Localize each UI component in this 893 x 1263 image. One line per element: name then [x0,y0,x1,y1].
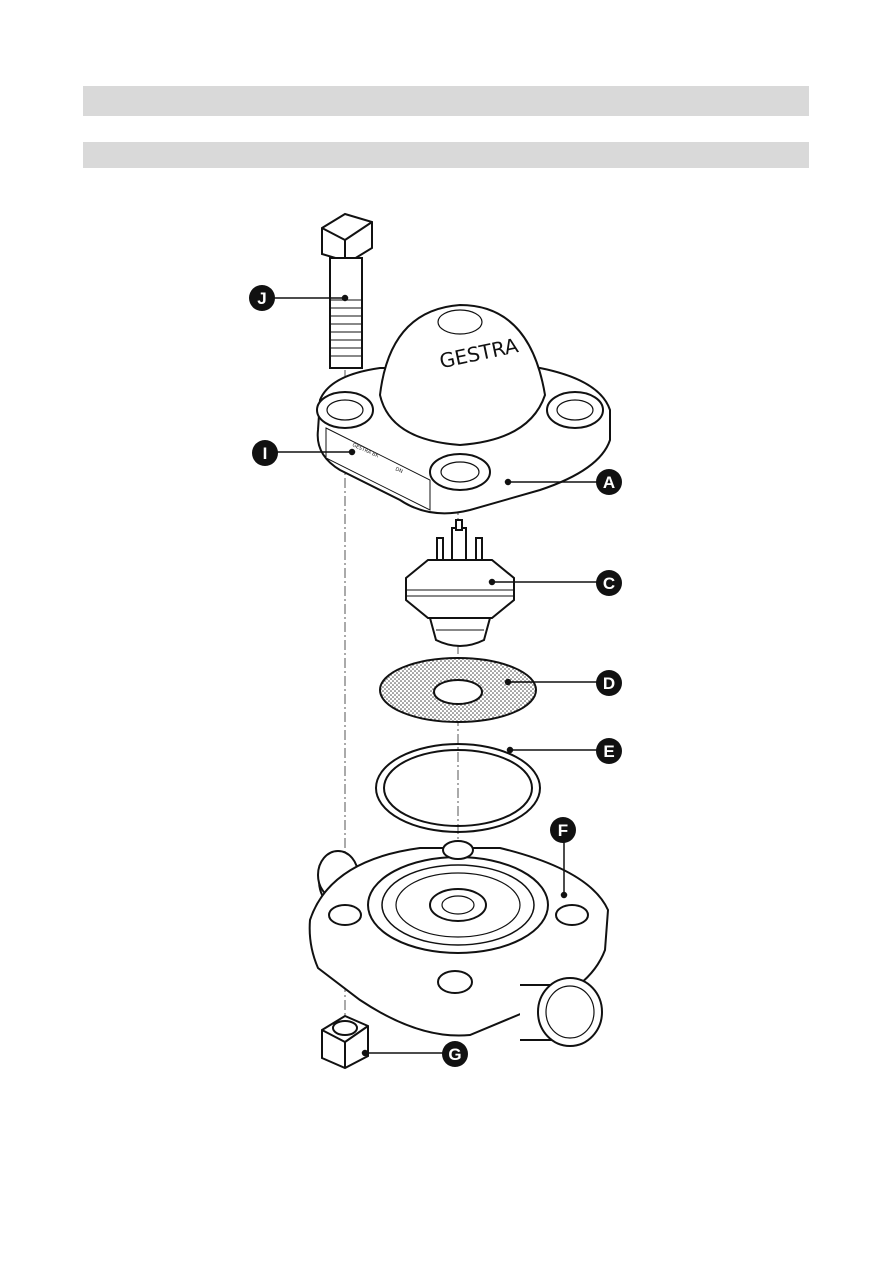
svg-text:A: A [603,473,615,492]
header-bar-2 [83,142,809,168]
svg-text:C: C [603,574,615,593]
svg-text:D: D [603,674,615,693]
o-ring-part [375,743,541,833]
svg-text:G: G [448,1045,461,1064]
callout-f: F [550,817,576,843]
header-bar-1 [83,86,809,116]
callout-j: J [249,285,275,311]
leader-lines [270,294,600,1057]
callout-g: G [442,1041,468,1067]
callout-i: I [252,440,278,466]
svg-text:E: E [603,742,614,761]
svg-text:J: J [257,289,266,308]
cover-part [316,303,611,515]
gasket-part [379,657,537,723]
callout-c: C [596,570,622,596]
svg-text:F: F [558,821,568,840]
insert-part [405,519,515,647]
bolt-part [321,212,373,369]
nameplate-text-2: DN [394,466,404,475]
callout-a: A [596,469,622,495]
body-part [308,840,610,1047]
nut-part [321,1014,369,1070]
callout-d: D [596,670,622,696]
callout-e: E [596,738,622,764]
svg-text:I: I [263,444,268,463]
